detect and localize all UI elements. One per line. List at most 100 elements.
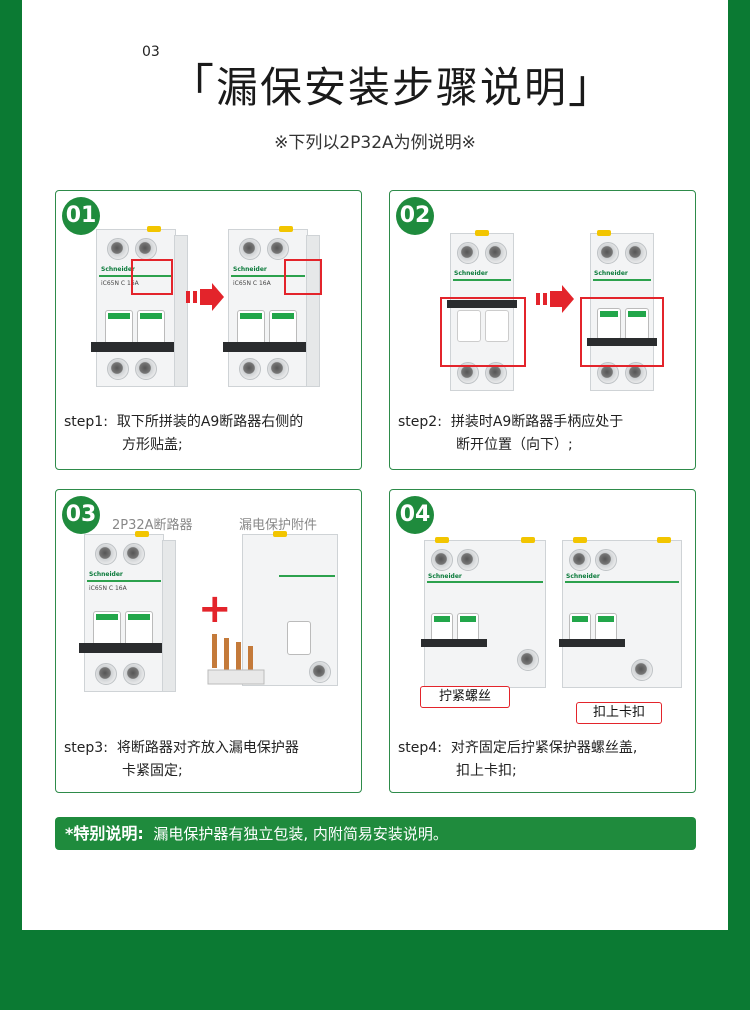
breaker-handle xyxy=(91,342,179,352)
screw-icon xyxy=(239,358,261,380)
breaker-handle xyxy=(79,643,167,653)
breaker-lever xyxy=(457,310,481,342)
breaker-lever xyxy=(569,613,591,643)
breaker-image: Schneider iC65N C 16A xyxy=(91,226,179,387)
screw-icon xyxy=(485,242,507,264)
breaker-handle xyxy=(223,342,311,352)
model-label: iC65N C 16A xyxy=(233,280,271,287)
screw-icon xyxy=(267,238,289,260)
screw-icon xyxy=(267,358,289,380)
highlight-box xyxy=(284,259,322,295)
step-line1: 将断路器对齐放入漏电保护器 xyxy=(116,740,299,756)
breaker-top-clip xyxy=(147,226,161,232)
screw-icon xyxy=(309,661,331,683)
step-description-4: step4: 对齐固定后拧紧保护器螺丝盖, 扣上卡扣; xyxy=(398,737,688,783)
screw-icon xyxy=(517,649,539,671)
step-line2: 扣上卡扣; xyxy=(456,763,517,779)
breaker-top-clip xyxy=(597,230,611,236)
breaker-top-clip xyxy=(135,531,149,537)
step-description-3: step3: 将断路器对齐放入漏电保护器 卡紧固定; xyxy=(64,737,354,783)
breaker-image: Schneider xyxy=(447,230,517,391)
breaker-side-panel xyxy=(174,235,188,387)
breaker-handle xyxy=(447,300,517,308)
brand-logo: Schneider xyxy=(428,573,462,580)
brand-stripe xyxy=(593,279,651,281)
test-button xyxy=(287,621,311,655)
breaker-image: Schneider xyxy=(587,230,657,391)
screw-icon xyxy=(431,549,453,571)
step-line2: 断开位置（向下）; xyxy=(456,437,573,453)
step-key: step1: xyxy=(64,414,108,430)
screw-icon xyxy=(631,659,653,681)
accessory-label: 漏电保护附件 xyxy=(239,518,318,533)
accessory-top-clip xyxy=(521,537,535,543)
screw-icon xyxy=(597,362,619,384)
breaker-handle xyxy=(421,639,487,647)
brand-logo: Schneider xyxy=(89,571,123,578)
brand-stripe xyxy=(427,581,543,583)
step-key: step4: xyxy=(398,740,442,756)
breaker-image: Schneider iC65N C 16A xyxy=(79,531,167,692)
model-label: iC65N C 16A xyxy=(89,585,127,592)
screw-icon xyxy=(457,242,479,264)
brand-logo: Schneider xyxy=(101,266,135,273)
step-card-1: 01 Schneider iC65N C 16A Schneider iC65N… xyxy=(55,190,362,470)
screw-icon xyxy=(457,362,479,384)
step-card-2: 02 Schneider Schneider step2: 拼装时A9断路器手柄… xyxy=(389,190,696,470)
breaker-top-clip xyxy=(435,537,449,543)
brand-stripe xyxy=(87,580,161,582)
plus-icon: + xyxy=(198,586,232,632)
step-line2: 方形贴盖; xyxy=(122,437,183,453)
highlight-box xyxy=(440,297,526,367)
screw-icon xyxy=(123,543,145,565)
title-bracket-open: 「 xyxy=(168,59,216,113)
step-badge-2: 02 xyxy=(396,197,434,235)
breaker-lever xyxy=(485,310,509,342)
highlight-box xyxy=(131,259,173,295)
title-text: 漏保安装步骤说明 xyxy=(216,63,569,112)
model-label: iC65N C 16A xyxy=(101,280,139,287)
tighten-screw-tag: 拧紧螺丝 xyxy=(420,686,510,708)
breaker-lever xyxy=(105,310,133,348)
rcd-accessory-image xyxy=(242,531,338,686)
accessory-top-clip xyxy=(657,537,671,543)
brand-stripe xyxy=(231,275,305,277)
note-text: 漏电保护器有独立包装, 内附简易安装说明。 xyxy=(153,825,448,843)
screw-icon xyxy=(95,543,117,565)
screw-icon xyxy=(625,362,647,384)
page-title: 「漏保安装步骤说明」 xyxy=(168,50,616,116)
step-description-1: step1: 取下所拼装的A9断路器右侧的 方形贴盖; xyxy=(64,411,354,457)
arrow-right-icon xyxy=(536,285,574,313)
screw-icon xyxy=(595,549,617,571)
accessory-stripe xyxy=(279,575,335,577)
screw-icon xyxy=(457,549,479,571)
breaker-top-clip xyxy=(573,537,587,543)
breaker-image: Schneider iC65N C 16A xyxy=(223,226,311,387)
note-prefix: *特别说明: xyxy=(65,824,144,843)
brand-stripe xyxy=(99,275,173,277)
screw-icon xyxy=(485,362,507,384)
brand-logo: Schneider xyxy=(566,573,600,580)
screw-icon xyxy=(107,238,129,260)
highlight-box xyxy=(580,297,664,367)
accessory-top-clip xyxy=(273,531,287,537)
step-badge-1: 01 xyxy=(62,197,100,235)
arrow-right-icon xyxy=(186,283,224,311)
assembled-unit-image: Schneider xyxy=(421,537,546,688)
step-line2: 卡紧固定; xyxy=(122,763,183,779)
brand-logo: Schneider xyxy=(233,266,267,273)
breaker-side-panel xyxy=(306,235,320,387)
step-line1: 拼装时A9断路器手柄应处于 xyxy=(450,414,624,430)
special-note-banner: *特别说明: 漏电保护器有独立包装, 内附简易安装说明。 xyxy=(55,817,696,850)
brand-logo: Schneider xyxy=(594,270,628,277)
brand-stripe xyxy=(565,581,679,583)
screw-icon xyxy=(135,238,157,260)
step-key: step2: xyxy=(398,414,442,430)
breaker-label: 2P32A断路器 xyxy=(112,518,193,533)
screw-icon xyxy=(597,242,619,264)
screw-icon xyxy=(625,242,647,264)
assembled-unit-image: Schneider xyxy=(559,537,682,688)
breaker-top-clip xyxy=(279,226,293,232)
screw-icon xyxy=(107,358,129,380)
screw-icon xyxy=(135,358,157,380)
